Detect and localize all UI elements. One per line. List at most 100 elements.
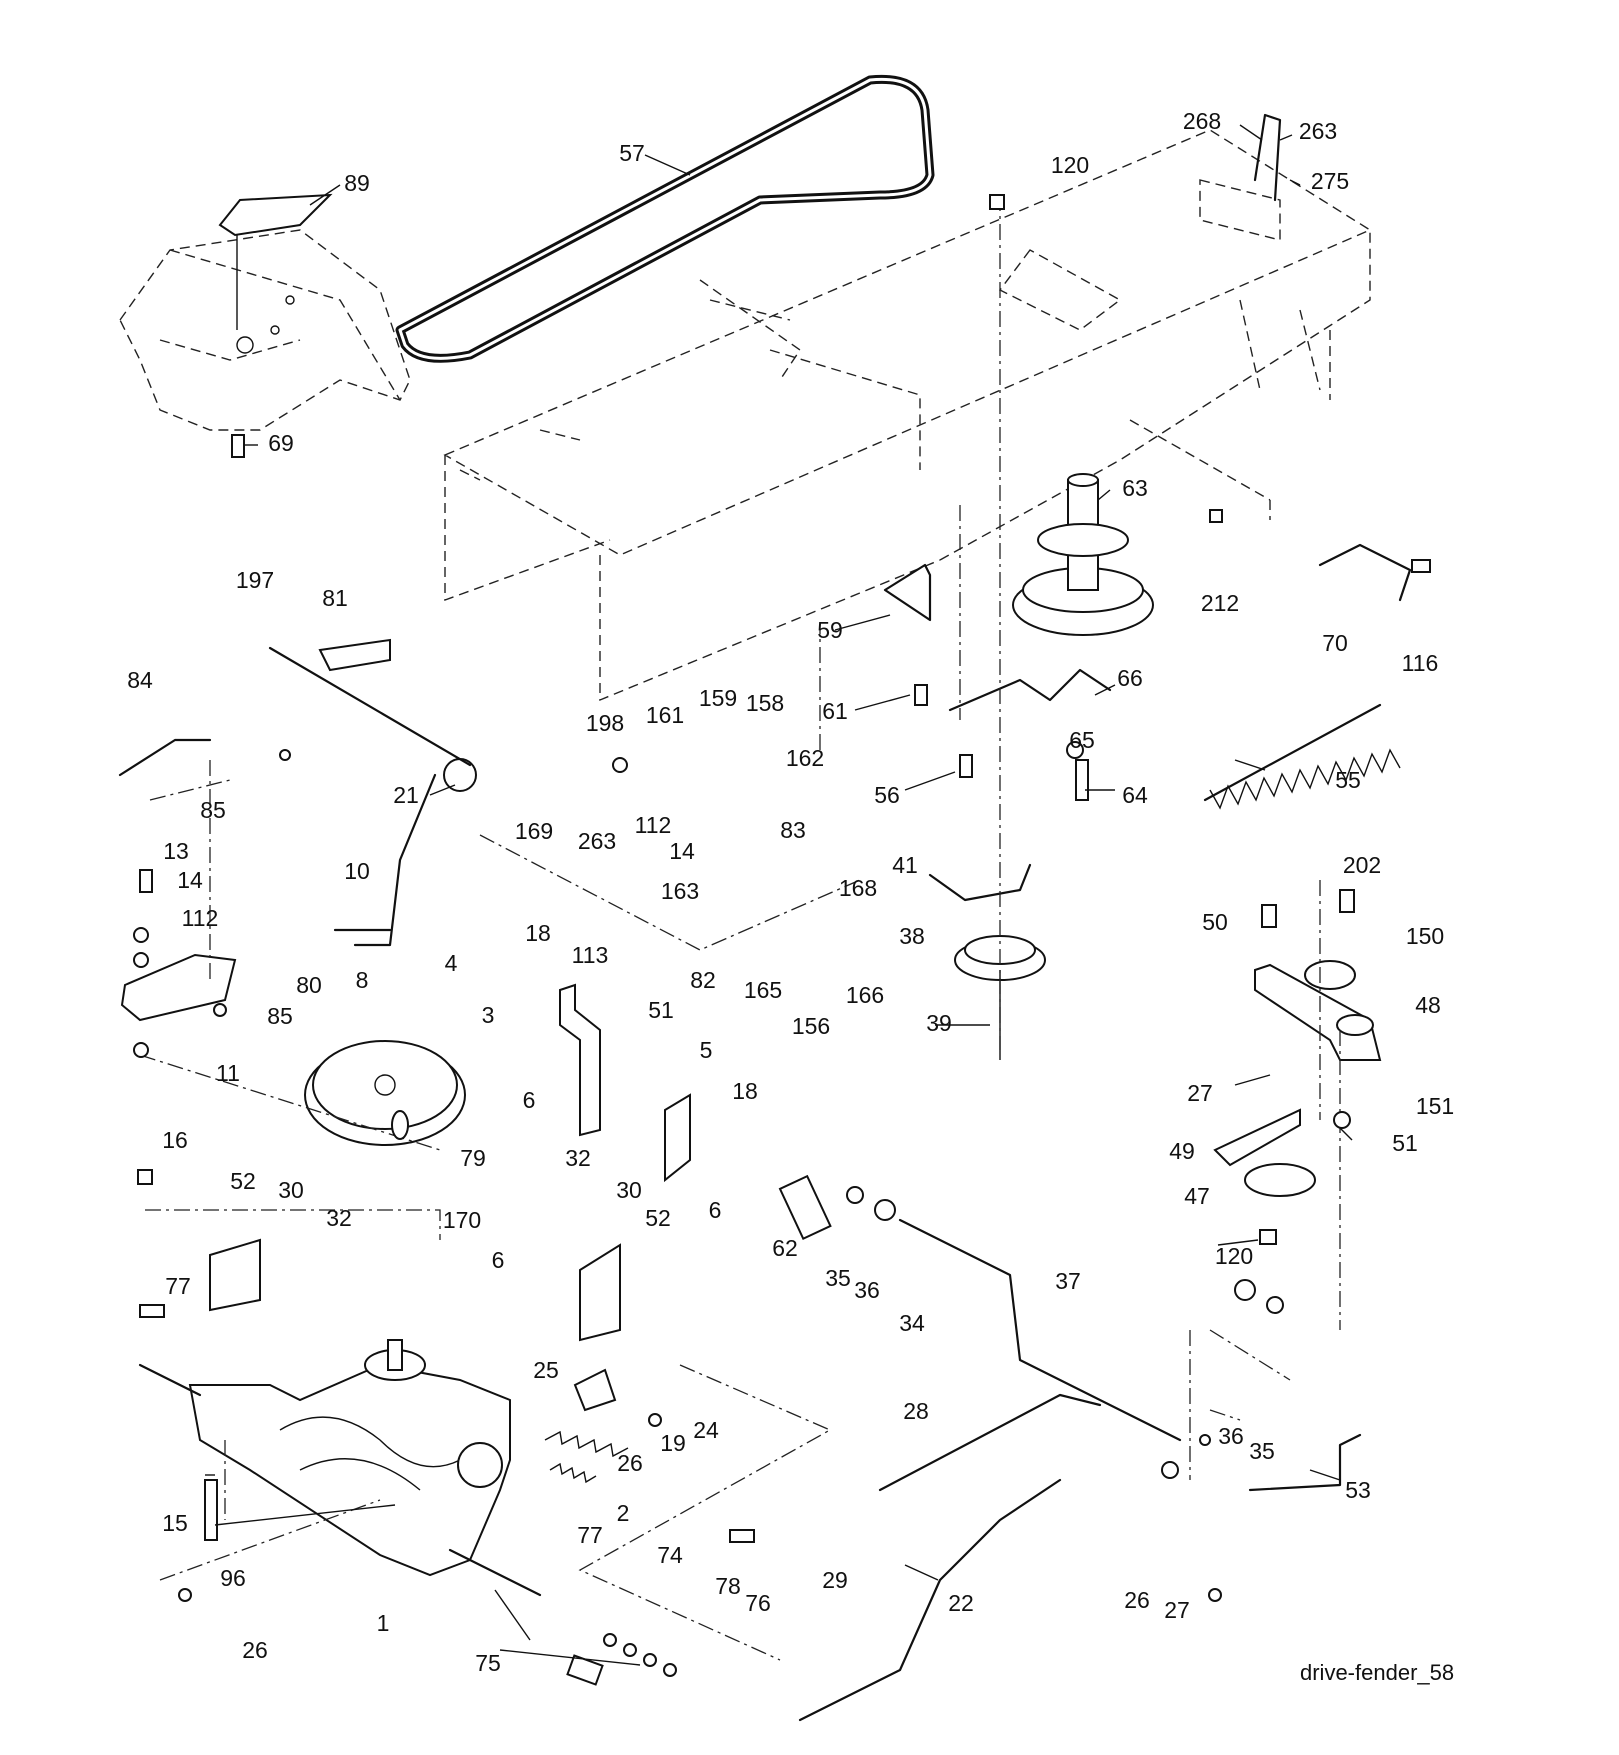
- part-label: 158: [746, 690, 784, 716]
- part-label: 36: [1218, 1423, 1244, 1449]
- part-label: 161: [646, 702, 684, 728]
- part-label: 22: [948, 1590, 974, 1616]
- part-label: 263: [1299, 118, 1337, 144]
- part-label: 168: [839, 875, 877, 901]
- part-label: 26: [242, 1637, 268, 1663]
- part-label: 18: [732, 1078, 758, 1104]
- part-label: 202: [1343, 852, 1381, 878]
- part-label: 70: [1322, 630, 1348, 656]
- diagram-caption: drive-fender_58: [1300, 1660, 1455, 1685]
- part-label: 13: [163, 838, 189, 864]
- part-label: 163: [661, 878, 699, 904]
- pulley-63: [1012, 473, 1154, 636]
- part-label: 35: [825, 1265, 851, 1291]
- part-label: 29: [822, 1567, 848, 1593]
- part-label: 69: [268, 430, 294, 456]
- part-label: 56: [874, 782, 900, 808]
- part-label: 78: [715, 1573, 741, 1599]
- part-label: 57: [619, 140, 645, 166]
- part-label: 77: [165, 1273, 191, 1299]
- part-label: 113: [572, 942, 609, 968]
- part-label: 21: [393, 782, 419, 808]
- brackets: [209, 983, 691, 1342]
- part-label: 32: [565, 1145, 591, 1171]
- part-label: 112: [182, 905, 219, 931]
- part-label: 4: [445, 950, 458, 976]
- part-label: 25: [533, 1357, 559, 1383]
- part-label: 18: [525, 920, 551, 946]
- part-label: 75: [475, 1650, 501, 1676]
- part-label: 26: [1124, 1587, 1150, 1613]
- part-label: 79: [460, 1145, 486, 1171]
- part-label: 51: [648, 997, 674, 1023]
- part-label: 1: [377, 1610, 390, 1636]
- fender-plate: [218, 193, 333, 330]
- part-label: 19: [660, 1430, 686, 1456]
- part-label: 156: [792, 1013, 830, 1039]
- part-label: 6: [523, 1087, 536, 1113]
- transaxle: [138, 1339, 542, 1597]
- part-label: 85: [267, 1003, 293, 1029]
- part-label: 39: [926, 1010, 952, 1036]
- part-label: 24: [693, 1417, 719, 1443]
- part-label: 48: [1415, 992, 1441, 1018]
- part-label: 50: [1202, 909, 1228, 935]
- part-label: 62: [772, 1235, 798, 1261]
- part-label: 83: [780, 817, 806, 843]
- part-label: 74: [657, 1542, 683, 1568]
- part-label: 5: [700, 1037, 713, 1063]
- part-label: 34: [899, 1310, 925, 1336]
- hardware: [133, 194, 1431, 1686]
- part-label: 36: [854, 1277, 880, 1303]
- part-labels: 57 89 120 268 263 275 69 63 212 70 116 1…: [127, 108, 1454, 1676]
- part-label: 51: [1392, 1130, 1418, 1156]
- part-label: 198: [586, 710, 624, 736]
- part-label: 38: [899, 923, 925, 949]
- part-label: 30: [616, 1177, 642, 1203]
- idler-bracket: [1213, 960, 1382, 1197]
- part-label: 8: [356, 967, 369, 993]
- part-label: 30: [278, 1177, 304, 1203]
- part-label: 27: [1164, 1597, 1190, 1623]
- part-label: 37: [1055, 1268, 1081, 1294]
- part-label: 84: [127, 667, 153, 693]
- part-label: 120: [1051, 152, 1089, 178]
- part-label: 212: [1201, 590, 1239, 616]
- rods: [778, 1174, 1362, 1722]
- part-label: 32: [326, 1205, 352, 1231]
- chassis-frame: [443, 129, 1372, 702]
- part-label: 6: [492, 1247, 505, 1273]
- linkage: [118, 638, 472, 1022]
- part-label: 3: [482, 1002, 495, 1028]
- part-label: 15: [162, 1510, 188, 1536]
- part-label: 14: [669, 838, 695, 864]
- part-label: 76: [745, 1590, 771, 1616]
- part-label: 61: [822, 698, 848, 724]
- part-label: 66: [1117, 665, 1143, 691]
- part-label: 14: [177, 867, 203, 893]
- part-label: 47: [1184, 1183, 1210, 1209]
- part-label: 166: [846, 982, 884, 1008]
- part-label: 2: [617, 1500, 630, 1526]
- part-label: 16: [162, 1127, 188, 1153]
- part-label: 275: [1311, 168, 1349, 194]
- part-label: 170: [443, 1207, 481, 1233]
- part-label: 59: [817, 617, 843, 643]
- part-label: 63: [1122, 475, 1148, 501]
- part-label: 116: [1402, 650, 1439, 676]
- part-label: 80: [296, 972, 322, 998]
- part-label: 81: [322, 585, 348, 611]
- part-label: 151: [1416, 1093, 1454, 1119]
- part-label: 35: [1249, 1438, 1275, 1464]
- part-label: 65: [1069, 727, 1095, 753]
- pulley-3: [304, 1040, 466, 1146]
- part-label: 85: [200, 797, 226, 823]
- part-label: 27: [1187, 1080, 1213, 1106]
- leaders: [205, 124, 1353, 1666]
- part-label: 268: [1183, 108, 1221, 134]
- part-label: 53: [1345, 1477, 1371, 1503]
- spring-55: [1203, 703, 1401, 810]
- guide-lines: [139, 195, 1341, 1661]
- part-label: 55: [1335, 767, 1361, 793]
